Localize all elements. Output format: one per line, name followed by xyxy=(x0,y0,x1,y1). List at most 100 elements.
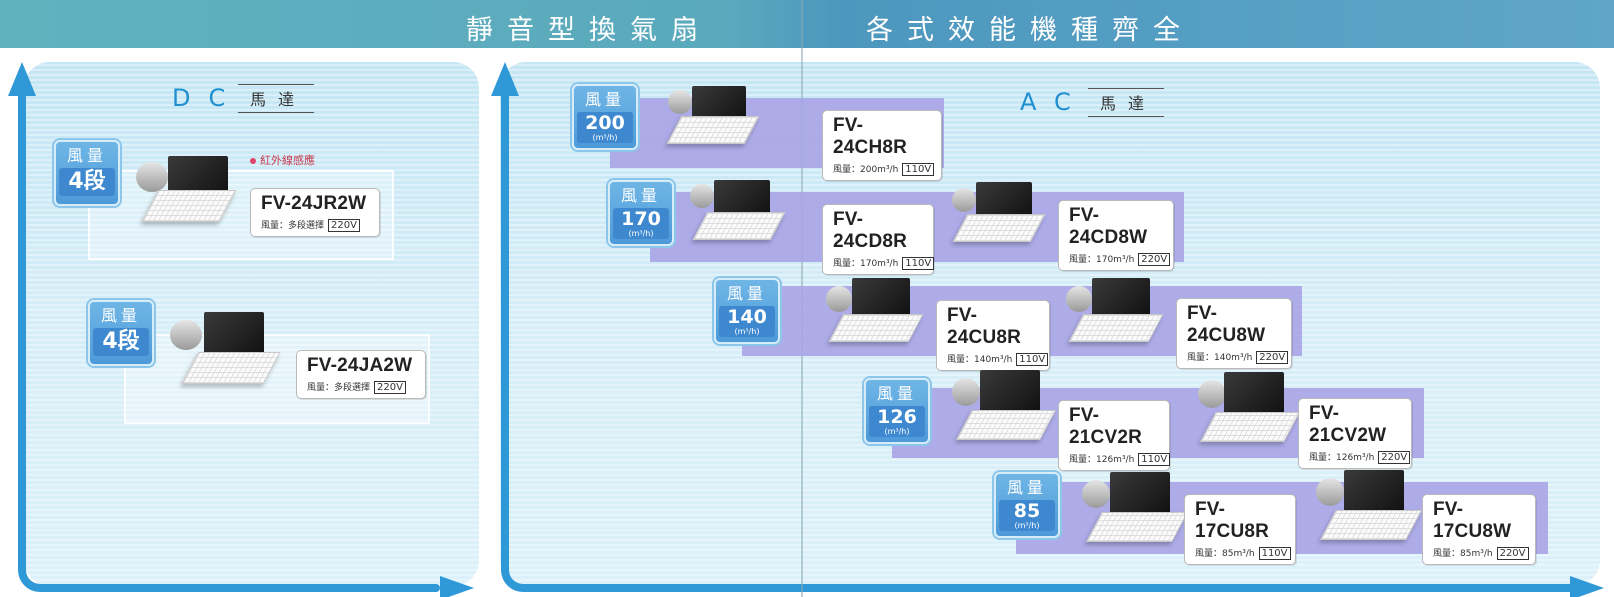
badge-label: 風量 xyxy=(726,284,767,303)
model-name: FV-17CU8R xyxy=(1195,499,1270,542)
model-name: FV-21CV2R xyxy=(1069,405,1143,448)
model-voltage: 220V xyxy=(1138,253,1171,266)
fan-product-image xyxy=(820,276,934,350)
airflow-badge: 風量 126 (m³/h) xyxy=(864,378,930,444)
model-name: FV-21CV2W xyxy=(1309,403,1387,446)
fan-duct xyxy=(1198,380,1226,408)
ac-axis-corner xyxy=(501,92,529,592)
fan-duct xyxy=(136,162,168,192)
ac-axis-arrow-up xyxy=(491,62,519,96)
fan-duct xyxy=(170,320,202,350)
fan-grille xyxy=(1200,412,1300,442)
model-spec-text: 風量：126m³/h xyxy=(1069,455,1135,465)
model-spec-text: 風量：140m³/h xyxy=(1187,353,1253,363)
model-voltage: 220V xyxy=(1378,451,1411,464)
fan-product-image xyxy=(944,180,1054,250)
badge-value: 4段 xyxy=(93,328,149,356)
fan-grille xyxy=(956,410,1056,440)
badge-unit: (m³/h) xyxy=(869,427,925,437)
fan-grille xyxy=(181,352,281,384)
badge-value: 200 xyxy=(577,112,633,134)
model-voltage: 220V xyxy=(374,381,406,394)
model-spec-text: 風量：170m³/h xyxy=(833,259,899,269)
fan-duct xyxy=(1316,478,1344,506)
fan-product-image xyxy=(944,368,1064,452)
fan-duct xyxy=(952,188,976,212)
dc-axis-arrow-up xyxy=(8,62,36,96)
model-spec-text: 風量：85m³/h xyxy=(1195,549,1255,559)
fan-motor xyxy=(1110,472,1170,514)
ac-section-title: AC xyxy=(1020,88,1089,116)
model-spec-text: 風量：85m³/h xyxy=(1433,549,1493,559)
fan-grille xyxy=(828,314,924,342)
fan-grille xyxy=(1068,314,1164,342)
badge-label: 風量 xyxy=(1006,478,1047,497)
dc-section-title: DC xyxy=(172,84,244,112)
model-spec-text: 風量：140m³/h xyxy=(947,355,1013,365)
fan-motor xyxy=(1092,278,1150,316)
dc-axis-arrow-right xyxy=(440,576,474,597)
sensor-dot-icon xyxy=(250,158,256,164)
badge-label: 風量 xyxy=(584,90,625,109)
fan-product-image xyxy=(684,178,794,248)
fan-motor xyxy=(204,312,264,356)
badge-value: 126 xyxy=(869,406,925,428)
model-voltage: 220V xyxy=(1256,351,1289,364)
badge-label: 風量 xyxy=(66,146,107,165)
badge-value: 4段 xyxy=(59,168,115,196)
badge-value: 170 xyxy=(613,208,669,230)
model-name: FV-24CU8R xyxy=(947,305,1022,348)
ac-axis-horizontal xyxy=(523,584,1573,592)
dc-axis-horizontal xyxy=(40,584,440,592)
fan-product-image xyxy=(1076,470,1196,552)
sensor-note-text: 紅外線感應 xyxy=(260,154,315,167)
model-name: FV-24CH8R xyxy=(833,115,908,158)
badge-label: 風量 xyxy=(100,306,141,325)
ac-section-subtitle: 馬達 xyxy=(1088,88,1165,117)
fan-duct xyxy=(1082,480,1110,508)
dc-section-subtitle: 馬達 xyxy=(238,84,315,113)
header-left-title: 靜音型換氣扇 xyxy=(466,15,712,46)
fan-duct xyxy=(690,184,714,208)
fan-motor xyxy=(714,180,770,216)
model-voltage: 110V xyxy=(1016,353,1049,366)
model-name: FV-24CD8W xyxy=(1069,205,1148,248)
model-spec-text: 風量：170m³/h xyxy=(1069,255,1135,265)
model-name: FV-24JA2W xyxy=(307,355,413,376)
fan-product-image xyxy=(124,152,244,232)
fan-product-image xyxy=(1310,468,1430,550)
badge-unit: (m³/h) xyxy=(577,133,633,143)
model-spec-text: 風量：多段選擇 xyxy=(261,221,325,231)
header-bar xyxy=(0,0,1614,48)
fan-grille xyxy=(1086,512,1188,542)
badge-label: 風量 xyxy=(620,186,661,205)
airflow-badge: 風量 140 (m³/h) xyxy=(714,278,780,344)
model-name: FV-24CD8R xyxy=(833,209,908,252)
model-voltage: 110V xyxy=(1258,547,1291,560)
fan-grille xyxy=(141,190,237,222)
fan-duct xyxy=(952,378,980,406)
model-voltage: 220V xyxy=(1496,547,1529,560)
fan-motor xyxy=(852,278,910,316)
fan-product-image xyxy=(160,308,286,398)
model-voltage: 110V xyxy=(1138,453,1171,466)
